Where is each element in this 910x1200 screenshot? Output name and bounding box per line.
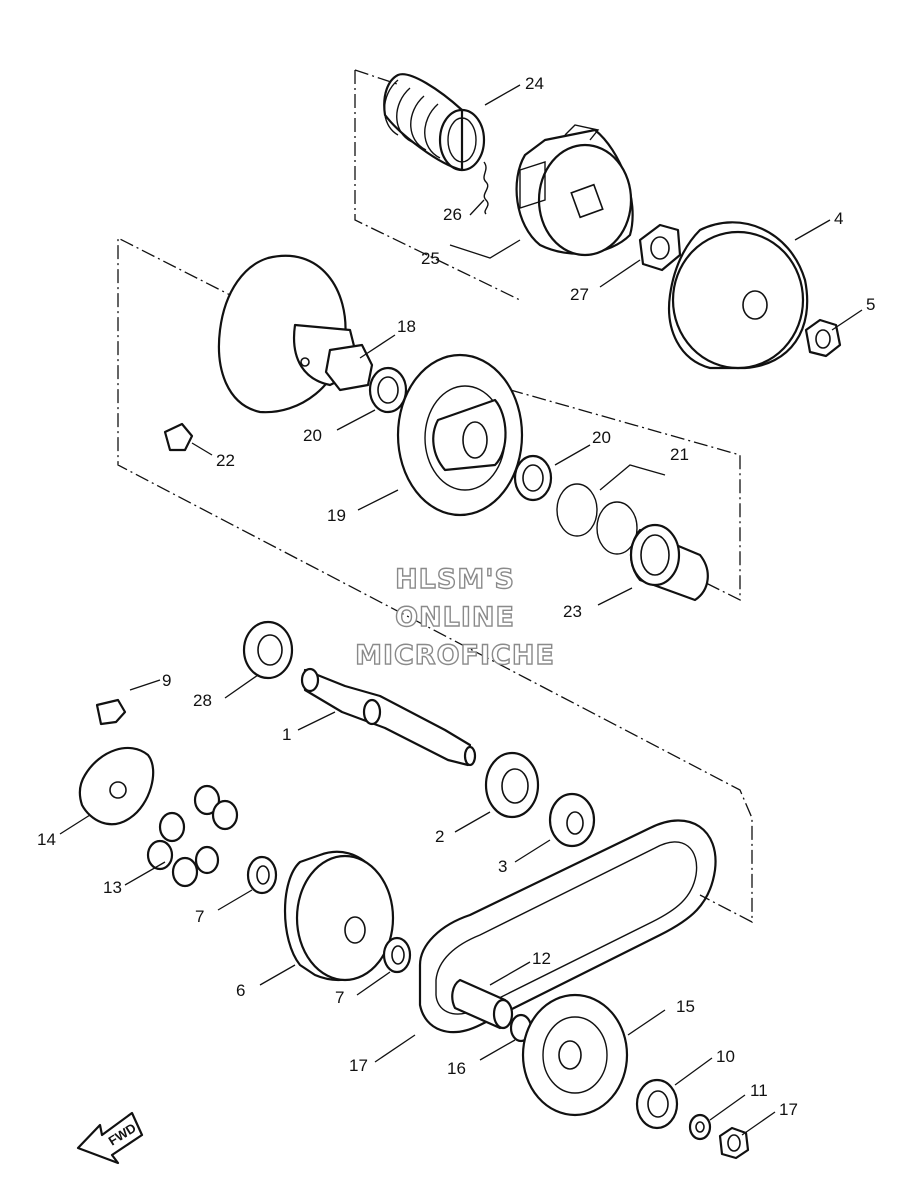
part-26-small-spring[interactable] <box>483 161 489 215</box>
callout-9: 14 <box>37 830 56 849</box>
part-10-clip[interactable] <box>95 698 127 726</box>
callout-6: 6 <box>236 981 245 1000</box>
part-3-oil-seal[interactable] <box>548 792 596 848</box>
callout-7-b: 7 <box>335 988 344 1007</box>
part-2-bearing[interactable] <box>484 751 540 819</box>
part-28-bearing[interactable] <box>242 620 294 680</box>
callout-17: 17 <box>779 1100 798 1119</box>
part-1-primary-shaft[interactable] <box>300 667 477 767</box>
callout-13: 12 <box>532 949 551 968</box>
callout-14: 16 <box>447 1059 466 1078</box>
callout-4: 4 <box>834 209 843 228</box>
callout-10: 9 <box>162 671 171 690</box>
callout-5: 5 <box>866 295 875 314</box>
callout-28: 28 <box>193 691 212 710</box>
callout-19: 19 <box>327 506 346 525</box>
watermark-line-1: HLSM'S <box>395 564 515 595</box>
part-16-fan-pulley[interactable] <box>521 993 629 1117</box>
alignment-frame-middle <box>117 236 753 924</box>
part-21-o-rings[interactable] <box>556 483 638 555</box>
part-24-bushing[interactable] <box>629 523 709 602</box>
callout-23: 24 <box>525 74 544 93</box>
part-11-bearing[interactable] <box>635 1078 679 1130</box>
alignment-frame-upper <box>354 69 521 301</box>
callout-11: 10 <box>716 1047 735 1066</box>
callout-22: 22 <box>216 451 235 470</box>
part-7-washer-a[interactable] <box>246 855 278 895</box>
part-6-variator[interactable] <box>284 850 395 982</box>
part-9-cam-plate[interactable] <box>78 746 155 826</box>
callout-24: 23 <box>563 602 582 621</box>
part-19-movable-sheave[interactable] <box>396 353 524 517</box>
part-7-washer-b[interactable] <box>382 936 412 974</box>
callout-numbers: 24 26 25 27 4 5 18 22 20 19 20 21 23 28 … <box>37 74 875 1119</box>
callout-20-a: 20 <box>303 426 322 445</box>
watermark: HLSM'S ONLINE MICROFICHE <box>354 563 555 671</box>
part-15-v-belt[interactable] <box>418 819 717 1034</box>
part-20-washer-a[interactable] <box>368 366 408 414</box>
callout-26: 26 <box>443 205 462 224</box>
callout-3: 3 <box>498 857 507 876</box>
part-12-washer[interactable] <box>688 1113 712 1141</box>
callout-21: 21 <box>670 445 689 464</box>
callout-18: 18 <box>397 317 416 336</box>
part-23-spring[interactable] <box>383 73 486 172</box>
watermark-line-2: ONLINE <box>395 602 515 633</box>
part-5-nut[interactable] <box>804 318 842 358</box>
callout-2: 2 <box>435 827 444 846</box>
callout-1: 1 <box>282 725 291 744</box>
callout-15: 17 <box>349 1056 368 1075</box>
watermark-line-3: MICROFICHE <box>355 640 555 671</box>
part-27-nut[interactable] <box>638 223 682 272</box>
part-20-washer-b[interactable] <box>513 454 553 502</box>
part-22-pin[interactable] <box>163 422 194 452</box>
part-8-weight-rollers[interactable] <box>146 784 239 888</box>
callout-7-a: 7 <box>195 907 204 926</box>
callout-16: 15 <box>676 997 695 1016</box>
part-17-nut[interactable] <box>718 1126 750 1160</box>
part-13-collar[interactable] <box>451 978 514 1030</box>
leader-lines <box>59 84 863 1136</box>
callout-8: 13 <box>103 878 122 897</box>
forward-arrow-icon: FWD <box>76 1111 144 1165</box>
callout-25: 25 <box>421 249 440 268</box>
part-25-clutch-carrier[interactable] <box>515 124 634 257</box>
part-4-clutch-housing[interactable] <box>667 221 809 370</box>
callout-27: 27 <box>570 285 589 304</box>
part-18-collar-sheave[interactable] <box>217 254 374 414</box>
callout-12: 11 <box>750 1081 768 1100</box>
callout-20-b: 20 <box>592 428 611 447</box>
